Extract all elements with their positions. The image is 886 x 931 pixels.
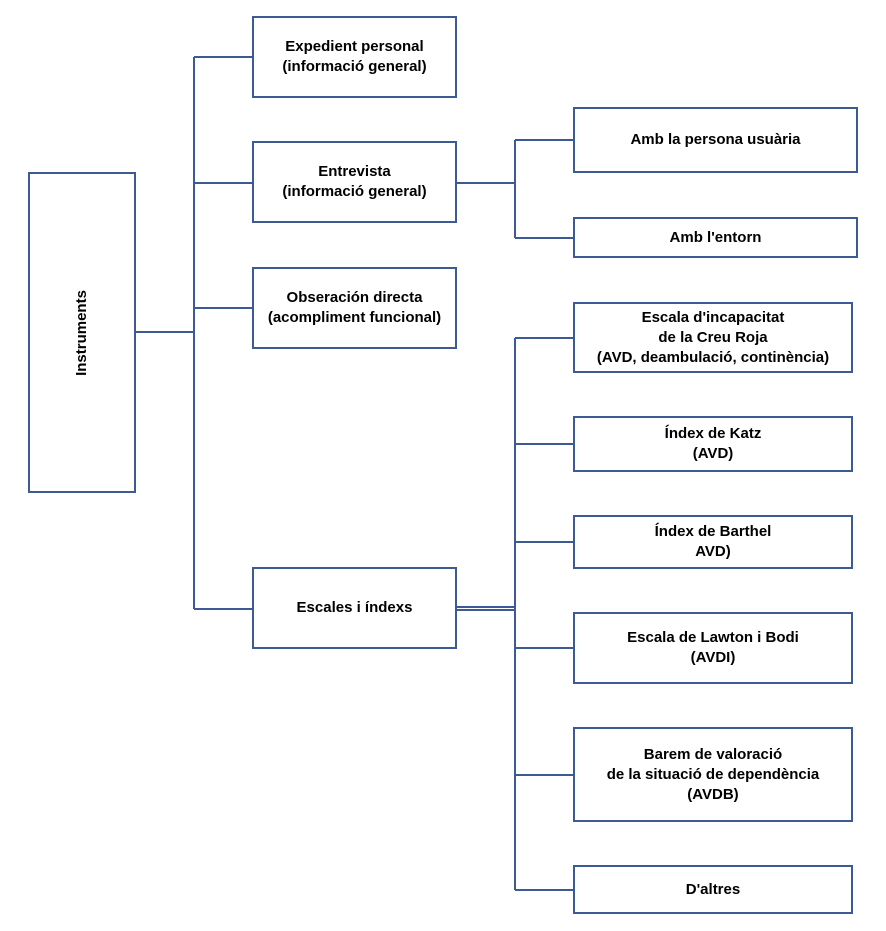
node-expedient-personal: Expedient personal (informació general) bbox=[252, 16, 457, 98]
root-label: Instruments bbox=[72, 289, 90, 376]
root-node-instruments: Instruments bbox=[28, 172, 136, 493]
node-amb-entorn: Amb l'entorn bbox=[573, 217, 858, 258]
node-index-barthel: Índex de Barthel AVD) bbox=[573, 515, 853, 569]
node-escales-i-indexs: Escales i índexs bbox=[252, 567, 457, 649]
node-entrevista: Entrevista (informació general) bbox=[252, 141, 457, 223]
node-index-katz: Índex de Katz (AVD) bbox=[573, 416, 853, 472]
node-daltres: D'altres bbox=[573, 865, 853, 914]
node-escala-lawton-bodi: Escala de Lawton i Bodi (AVDI) bbox=[573, 612, 853, 684]
node-escala-creu-roja: Escala d'incapacitat de la Creu Roja (AV… bbox=[573, 302, 853, 373]
node-observacio-directa: Obseración directa (acompliment funciona… bbox=[252, 267, 457, 349]
node-amb-persona-usuaria: Amb la persona usuària bbox=[573, 107, 858, 173]
node-barem-valoracio: Barem de valoració de la situació de dep… bbox=[573, 727, 853, 822]
